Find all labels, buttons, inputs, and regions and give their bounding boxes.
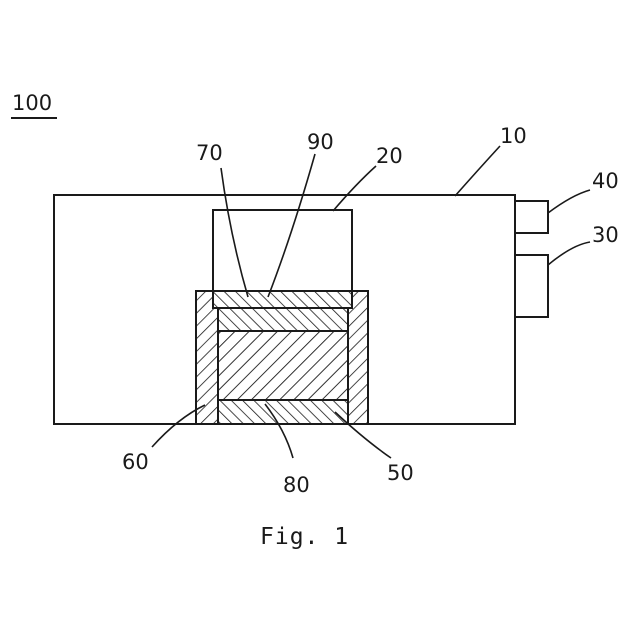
leader-10 xyxy=(455,146,500,196)
leader-90 xyxy=(268,154,315,297)
middle-layer xyxy=(218,308,348,331)
assembly-label: 100 xyxy=(12,91,52,115)
label-upper-block: 20 xyxy=(376,144,403,168)
label-frame-wall: 60 xyxy=(122,450,149,474)
upper-box xyxy=(515,201,548,233)
label-top-plate: 70 xyxy=(196,141,223,165)
leader-20 xyxy=(333,166,376,211)
leader-30 xyxy=(548,242,590,265)
label-housing: 10 xyxy=(500,124,527,148)
base-strip xyxy=(218,400,348,424)
figure-caption: Fig. 1 xyxy=(260,524,349,550)
label-middle-layer: 90 xyxy=(307,130,334,154)
lower-box xyxy=(515,255,548,317)
label-lower-box: 30 xyxy=(592,223,619,247)
core xyxy=(218,331,348,400)
upper-block xyxy=(213,210,352,292)
leader-40 xyxy=(548,190,590,213)
label-core: 80 xyxy=(283,473,310,497)
label-base-strip: 50 xyxy=(387,461,414,485)
leader-70 xyxy=(221,168,248,297)
top-plate xyxy=(213,291,352,308)
label-upper-box: 40 xyxy=(592,169,619,193)
